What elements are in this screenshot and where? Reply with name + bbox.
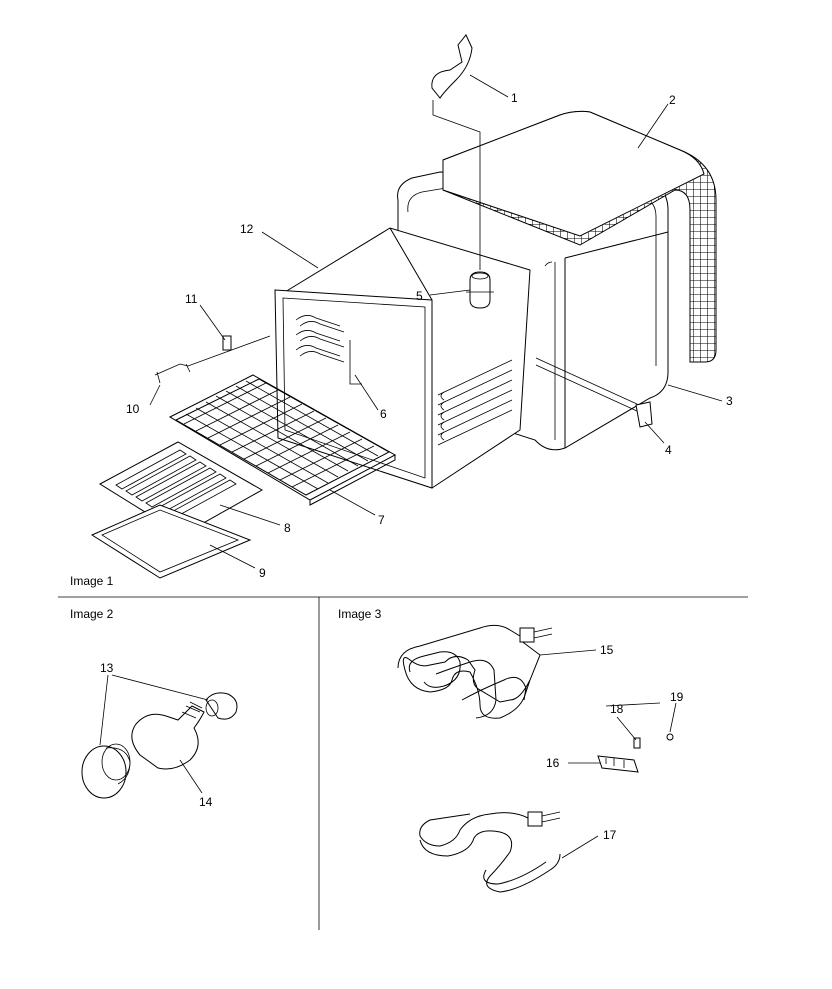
- element-clip: [605, 702, 674, 749]
- wire-clip: [222, 335, 232, 351]
- callout-4: 4: [665, 443, 672, 457]
- callout-2: 2: [669, 93, 676, 107]
- oven-rack: [168, 374, 397, 506]
- callout-15: 15: [600, 643, 614, 657]
- callout-19: 19: [670, 690, 684, 704]
- callout-7: 7: [378, 513, 385, 527]
- lamp-cover: [81, 743, 131, 799]
- callout-18: 18: [610, 702, 624, 716]
- callout-12: 12: [240, 222, 254, 236]
- callouts-image1: 1 2 3 4 5 6 7 8 9 10 11 12: [126, 91, 733, 580]
- callout-14: 14: [199, 795, 213, 809]
- callout-17: 17: [603, 828, 617, 842]
- callout-1: 1: [511, 91, 518, 105]
- flue-hose: [431, 34, 481, 270]
- light-bulb: [131, 701, 205, 770]
- wire-harness: [154, 335, 271, 384]
- broil-pan: [90, 504, 252, 579]
- insulation-blanket: [442, 110, 717, 363]
- element-bracket: [597, 755, 639, 773]
- callout-13: 13: [100, 661, 114, 675]
- callout-6: 6: [380, 407, 387, 421]
- caption-image3: Image 3: [338, 607, 382, 621]
- callout-16: 16: [546, 756, 560, 770]
- callout-10: 10: [126, 402, 140, 416]
- section-dividers: [58, 596, 748, 930]
- leader-lines-image1: [149, 74, 723, 569]
- caption-image2: Image 2: [70, 607, 114, 621]
- bake-element: [397, 624, 553, 719]
- lamp-socket: [205, 692, 238, 720]
- broil-element: [419, 811, 561, 893]
- caption-image1: Image 1: [70, 574, 114, 588]
- callout-9: 9: [259, 566, 266, 580]
- callout-5: 5: [416, 289, 423, 303]
- callout-3: 3: [726, 394, 733, 408]
- rod-bracket: [535, 357, 653, 428]
- callout-11: 11: [185, 292, 198, 306]
- callout-8: 8: [284, 521, 291, 535]
- oven-liner: [274, 227, 531, 489]
- leader-lines-image3: [539, 649, 677, 859]
- leader-lines-image2: [99, 674, 209, 794]
- vent-fitting: [466, 271, 494, 309]
